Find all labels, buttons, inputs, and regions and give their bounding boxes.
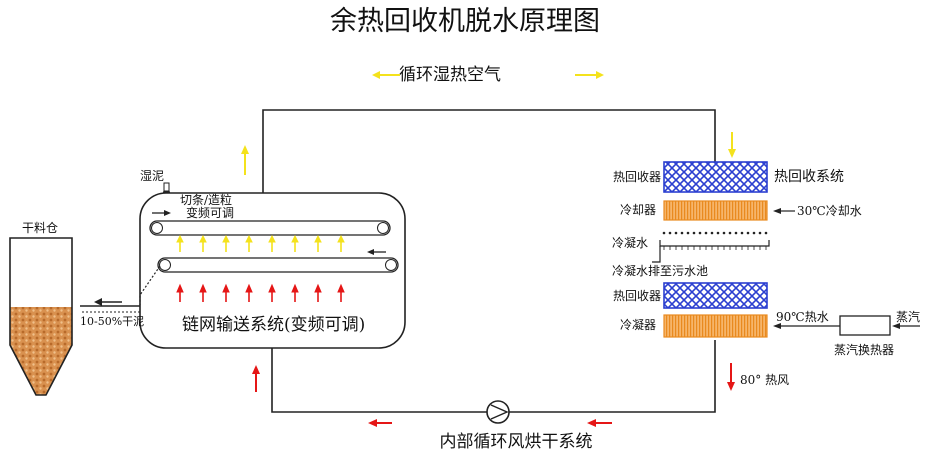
hot-water-label: 90℃热水 — [776, 310, 829, 324]
internal-loop-label: 内部循环风烘干系统 — [440, 432, 593, 452]
condenser-unit — [663, 314, 768, 338]
discharge-conveyor — [139, 265, 161, 305]
feed-nozzle-icon — [163, 182, 170, 193]
yellow-arrow-right-top — [575, 71, 604, 79]
belt-direction-arrow-upper — [152, 210, 171, 216]
condenser-label: 冷凝器 — [620, 317, 656, 332]
red-air-arrows — [176, 283, 345, 302]
red-arrow-left-loop-1 — [368, 419, 392, 427]
cooling-water-label: 30℃冷却水 — [797, 204, 862, 218]
yellow-arrow-left-top — [372, 71, 400, 79]
heat-recovery-label-2: 热回收器 — [613, 289, 661, 303]
heat-recovery-system-label: 热回收系统 — [774, 169, 844, 185]
steam-exchanger-label: 蒸汽换热器 — [834, 342, 894, 357]
wet-sludge-label: 湿泥 — [140, 168, 164, 183]
hot-air-label: 80° 热风 — [740, 373, 789, 387]
lower-conveyor-belt — [157, 257, 399, 273]
red-arrow-left-loop-2 — [587, 419, 612, 427]
yellow-arrow-down-right — [728, 132, 736, 158]
fan-icon — [486, 400, 510, 424]
cooling-water-arrow — [773, 208, 795, 214]
red-arrow-up-loop — [252, 365, 260, 392]
heat-recovery-unit-1 — [663, 161, 768, 193]
drip-tray — [652, 240, 770, 263]
chain-conveyor-label: 链网输送系统(变频可调) — [182, 315, 365, 335]
steam-heat-exchanger — [839, 315, 891, 336]
dry-sludge-label: 10-50%干泥 — [80, 315, 144, 328]
hot-water-arrow — [773, 323, 840, 329]
cut-granulate-label: 切条/造粒 — [180, 192, 232, 207]
yellow-arrow-up-left — [241, 145, 249, 175]
condensate-drain-label: 冷凝水排至污水池 — [612, 263, 708, 278]
steam-label: 蒸汽 — [896, 309, 920, 324]
heat-recovery-unit-2 — [663, 282, 768, 309]
discharge-arrow — [94, 298, 122, 306]
dry-silo — [9, 237, 73, 396]
belt-direction-arrow-lower — [367, 249, 386, 255]
cooler-unit — [663, 200, 768, 221]
condensate-drops — [662, 231, 768, 235]
heat-recovery-label-1: 热回收器 — [613, 170, 661, 184]
condensate-label: 冷凝水 — [612, 235, 648, 250]
yellow-air-arrows — [176, 234, 345, 252]
variable-freq-label-1: 变频可调 — [186, 205, 234, 220]
steam-arrow — [892, 323, 920, 329]
upper-air-duct — [262, 109, 716, 193]
dry-silo-label: 干料仓 — [22, 221, 58, 235]
diagram-title: 余热回收机脱水原理图 — [330, 6, 600, 37]
red-arrow-down-hot-air — [727, 363, 735, 391]
upper-conveyor-belt — [149, 220, 391, 236]
circulating-air-label: 循环湿热空气 — [399, 65, 501, 85]
cooler-label: 冷却器 — [620, 203, 656, 217]
